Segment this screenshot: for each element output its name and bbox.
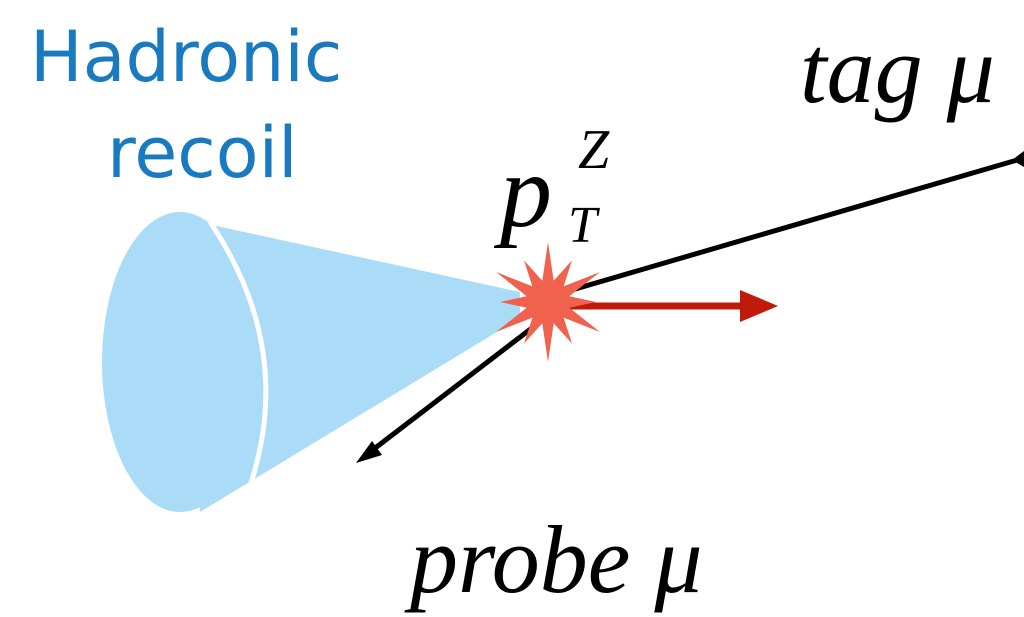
cone-base — [102, 212, 258, 512]
pt-symbol-p: p — [500, 140, 552, 244]
pt-symbol-subscript: T — [568, 200, 597, 252]
pt-symbol-superscript: Z — [578, 122, 609, 178]
hadronic-recoil-label-line1: Hadronic — [30, 22, 342, 92]
pt-arrow-head — [740, 290, 778, 322]
hadronic-recoil-cone — [102, 212, 520, 512]
hadronic-recoil-label-line2: recoil — [107, 118, 298, 188]
tag-muon-label: tag μ — [800, 22, 995, 118]
tag-muon-arrowhead — [1012, 151, 1024, 167]
tag-muon-track — [565, 158, 1024, 292]
probe-muon-label: probe μ — [410, 512, 703, 608]
